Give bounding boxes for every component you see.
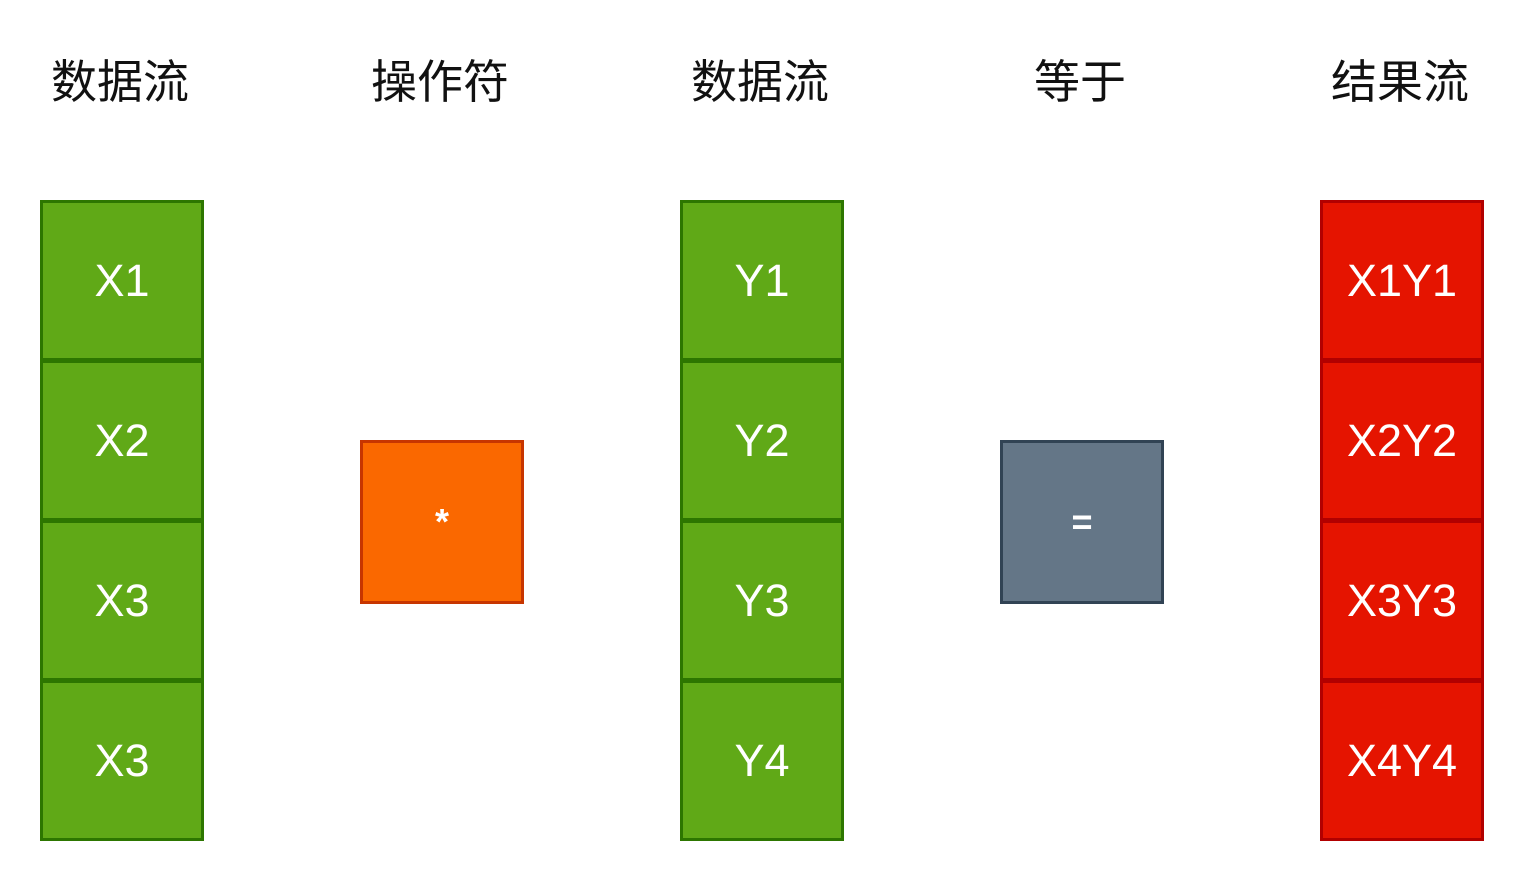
stream-x-cell: X1 — [40, 200, 204, 361]
stream-x-cell: X3 — [40, 680, 204, 841]
result-cell: X4Y4 — [1320, 680, 1484, 841]
stream-y-cell: Y1 — [680, 200, 844, 361]
data-stream-y: Y1 Y2 Y3 Y4 — [680, 200, 844, 841]
heading-data-stream-x: 数据流 — [51, 55, 189, 109]
stream-y-cell: Y3 — [680, 520, 844, 681]
data-stream-x: X1 X2 X3 X3 — [40, 200, 204, 841]
result-stream: X1Y1 X2Y2 X3Y3 X4Y4 — [1320, 200, 1484, 841]
stream-y-cell: Y2 — [680, 360, 844, 521]
heading-data-stream-y: 数据流 — [691, 55, 829, 109]
heading-equals: 等于 — [1034, 55, 1126, 109]
result-cell: X3Y3 — [1320, 520, 1484, 681]
heading-operator: 操作符 — [371, 55, 509, 109]
stream-x-cell: X3 — [40, 520, 204, 681]
result-cell: X2Y2 — [1320, 360, 1484, 521]
stream-x-cell: X2 — [40, 360, 204, 521]
stream-y-cell: Y4 — [680, 680, 844, 841]
equals-box: = — [1000, 440, 1164, 604]
multiply-operator-box: * — [360, 440, 524, 604]
heading-result-stream: 结果流 — [1331, 55, 1469, 109]
result-cell: X1Y1 — [1320, 200, 1484, 361]
